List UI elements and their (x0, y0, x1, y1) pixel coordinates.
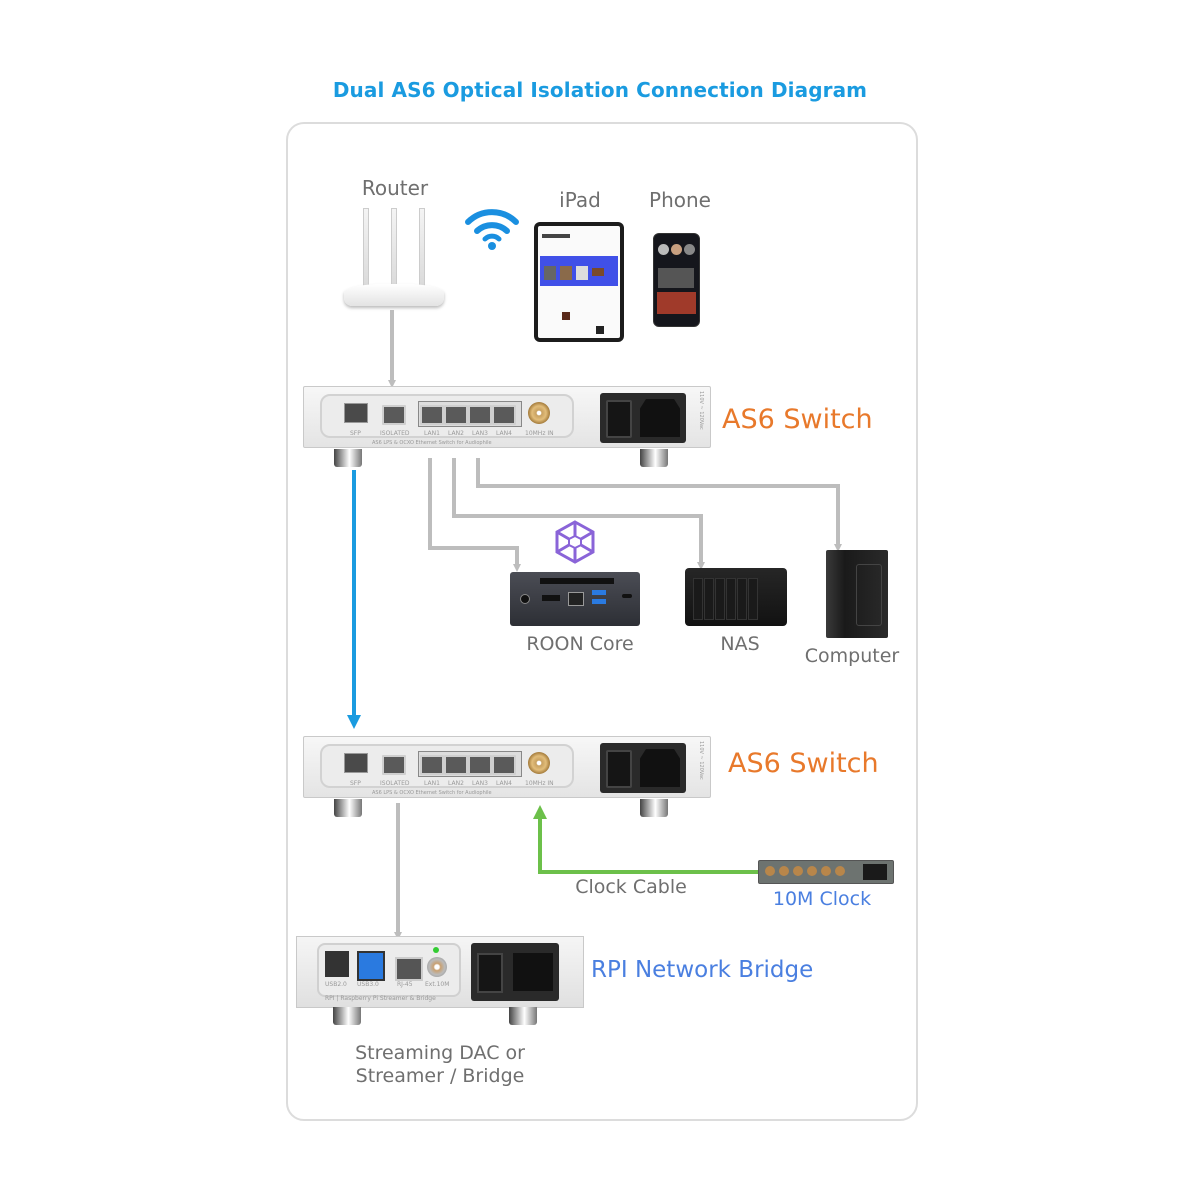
line-lan3-computer (476, 458, 842, 552)
streaming-dac-label: Streaming DAC or Streamer / Bridge (330, 1042, 550, 1088)
port-label: RJ-45 (397, 981, 413, 988)
usb2-ports (325, 951, 349, 977)
router-label: Router (361, 176, 429, 200)
dac-label-line1: Streaming DAC or (355, 1042, 525, 1064)
lan1-port (420, 405, 444, 425)
foot (640, 799, 668, 817)
model-text: RPI | Raspberry Pi Streamer & Bridge (325, 995, 436, 1002)
voltage-label: 110V ~ 120Vac (698, 391, 704, 430)
port-label: SFP (350, 430, 361, 437)
line-lan1-roon (428, 458, 521, 572)
power-inlet (471, 943, 559, 1001)
line-clock (533, 805, 760, 874)
10mhz-in-bnc (528, 752, 550, 774)
port-label: LAN1 (424, 430, 440, 437)
lan2-port (444, 405, 468, 425)
computer-label: Computer (804, 645, 900, 667)
usb3-ports (357, 951, 385, 981)
switch2-label: AS6 Switch (728, 748, 879, 779)
lan3-port (468, 755, 492, 775)
foot (509, 1007, 537, 1025)
ext10m-bnc (427, 957, 447, 977)
lan4-port (492, 405, 516, 425)
lan2-port (444, 755, 468, 775)
model-text: AS6 LPS & OCXO Ethernet Switch for Audio… (372, 790, 492, 796)
port-label: USB2.0 (325, 981, 347, 988)
port-label: Ext.10M (425, 981, 450, 988)
voltage-label: 110V ~ 120Vac (698, 741, 704, 780)
model-text: AS6 LPS & OCXO Ethernet Switch for Audio… (372, 440, 492, 446)
10mhz-in-bnc (528, 402, 550, 424)
port-label: LAN2 (448, 780, 464, 787)
diagram-title: Dual AS6 Optical Isolation Connection Di… (332, 78, 868, 102)
phone-icon (653, 233, 700, 327)
switch1-label: AS6 Switch (722, 404, 873, 435)
rpi-network-bridge-device: USB2.0 USB3.0 RJ-45 Ext.10M RPI | Raspbe… (296, 936, 584, 1025)
foot (334, 449, 362, 467)
port-label: SFP (350, 780, 361, 787)
isolated-port (382, 755, 406, 775)
port-label: LAN4 (496, 780, 512, 787)
tablet-icon (534, 222, 624, 342)
clock-cable-label: Clock Cable (575, 876, 687, 898)
power-switch-icon (606, 400, 632, 438)
foot (334, 799, 362, 817)
nas-label: NAS (720, 633, 760, 655)
sfp-port (344, 753, 368, 773)
rj45-port (395, 957, 423, 981)
sfp-port (344, 403, 368, 423)
as6-switch-1: SFP ISOLATED LAN1 LAN2 LAN3 LAN4 10MHz I… (303, 386, 711, 467)
roon-core-label: ROON Core (526, 633, 634, 655)
line-lan2-nas (452, 458, 705, 570)
status-led (433, 947, 439, 953)
power-switch-icon (606, 750, 632, 788)
port-label: LAN3 (472, 780, 488, 787)
port-label: LAN1 (424, 780, 440, 787)
port-label: LAN3 (472, 430, 488, 437)
wifi-icon (465, 209, 519, 250)
port-label: LAN4 (496, 430, 512, 437)
as6-switch-2: SFP ISOLATED LAN1 LAN2 LAN3 LAN4 10MHz I… (303, 736, 711, 817)
port-label: ISOLATED (380, 780, 410, 787)
10m-clock-label: 10M Clock (772, 888, 872, 910)
lan3-port (468, 405, 492, 425)
port-label: LAN2 (448, 430, 464, 437)
phone-label: Phone (649, 188, 711, 212)
10m-clock-device (758, 860, 894, 884)
nas-icon (685, 568, 787, 626)
roon-logo-icon (555, 520, 595, 564)
rpi-label: RPI Network Bridge (591, 957, 814, 983)
roon-core-device (510, 572, 640, 626)
isolated-port (382, 405, 406, 425)
ipad-label: iPad (559, 188, 601, 212)
port-label: ISOLATED (380, 430, 410, 437)
foot (640, 449, 668, 467)
port-label: 10MHz IN (525, 780, 554, 787)
lan4-port (492, 755, 516, 775)
dac-label-line2: Streamer / Bridge (355, 1065, 525, 1087)
lan1-port (420, 755, 444, 775)
port-label: USB3.0 (357, 981, 379, 988)
power-inlet (600, 393, 686, 443)
router-icon (340, 208, 450, 308)
power-inlet (600, 743, 686, 793)
foot (333, 1007, 361, 1025)
computer-tower-icon (826, 550, 888, 638)
port-label: 10MHz IN (525, 430, 554, 437)
